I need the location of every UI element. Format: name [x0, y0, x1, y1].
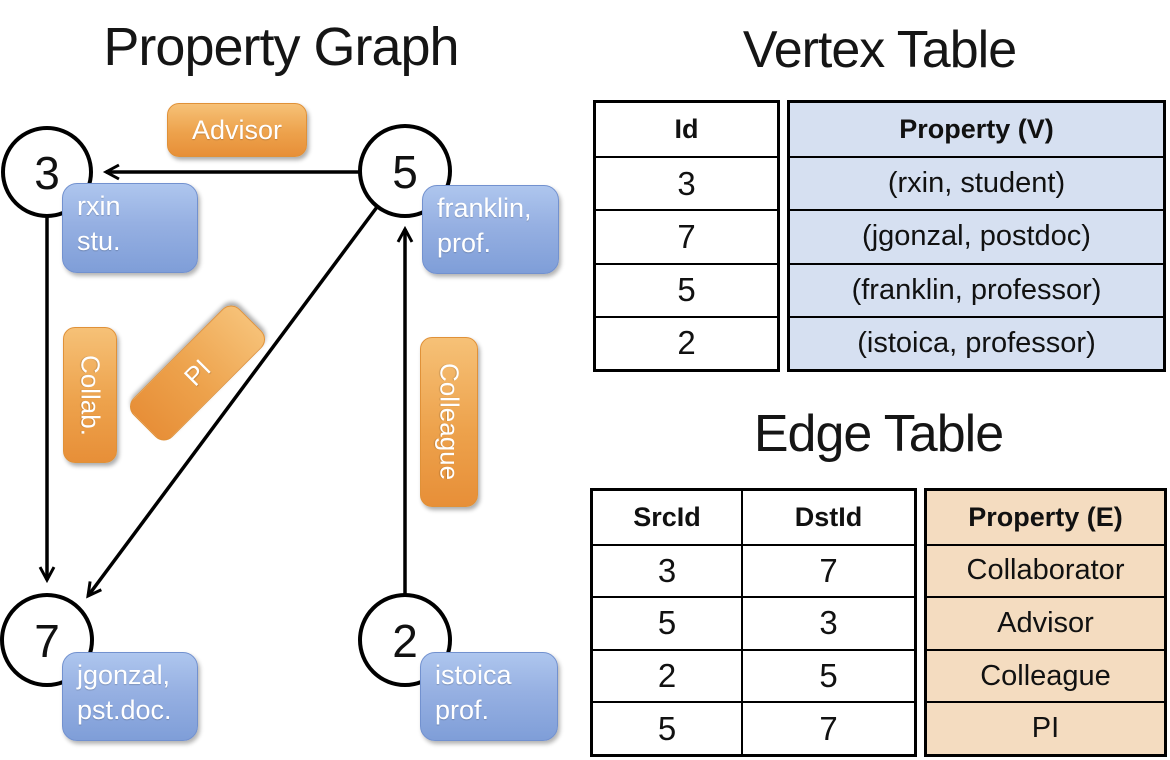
table-cell: 7 — [596, 209, 777, 262]
table-cell: (franklin, professor) — [790, 262, 1163, 316]
edge-label-collab: Collab. — [63, 327, 117, 463]
edge-table-id-columns: SrcId DstId 3 7 5 3 2 5 5 7 — [590, 488, 917, 757]
table-cell: 5 — [593, 701, 743, 754]
node-id-3: 3 — [34, 147, 60, 199]
vertex-table-title: Vertex Table — [742, 21, 1017, 79]
table-cell: 5 — [596, 262, 777, 316]
vertex-property-line: pst.doc. — [77, 695, 172, 725]
table-cell: 2 — [593, 648, 743, 702]
edge-line-5-7 — [86, 205, 379, 599]
edge-label-advisor: Advisor — [167, 103, 307, 157]
vertex-property-line: stu. — [77, 226, 121, 256]
column-header-srcid: SrcId — [593, 491, 743, 544]
table-cell: 3 — [743, 596, 914, 649]
edge-table: SrcId DstId 3 7 5 3 2 5 5 7 Property (E)… — [590, 488, 1167, 757]
table-cell: PI — [927, 701, 1164, 754]
column-header-property-v: Property (V) — [790, 103, 1163, 157]
vertex-property-line: prof. — [435, 695, 490, 725]
edge-table-title: Edge Table — [753, 405, 1004, 463]
table-cell: Colleague — [927, 648, 1164, 702]
vertex-property-box-franklin: franklin, prof. — [422, 185, 559, 274]
table-cell: (istoica, professor) — [790, 315, 1163, 369]
column-header-id: Id — [674, 114, 699, 145]
vertex-property-box-jgonzal: jgonzal, pst.doc. — [62, 652, 198, 741]
table-cell: (rxin, student) — [790, 156, 1163, 210]
table-cell: Advisor — [927, 596, 1164, 649]
table-cell: 7 — [743, 701, 914, 754]
table-cell: Collaborator — [927, 543, 1164, 597]
table-cell: 5 — [743, 648, 914, 702]
column-header-property-e: Property (E) — [927, 491, 1164, 544]
vertex-property-box-rxin: rxin stu. — [62, 183, 198, 273]
column-header-dstid: DstId — [794, 501, 863, 532]
vertex-property-line: rxin — [77, 191, 121, 221]
table-cell: 3 — [593, 543, 743, 597]
vertex-property-line: franklin, — [437, 193, 532, 223]
vertex-property-line: prof. — [437, 228, 492, 258]
property-graph-title: Property Graph — [103, 17, 459, 77]
edge-table-property-column: Property (E) Collaborator Advisor Collea… — [924, 488, 1167, 757]
table-cell: 7 — [743, 543, 914, 597]
table-cell: (jgonzal, postdoc) — [790, 209, 1163, 263]
vertex-property-line: istoica — [435, 660, 512, 690]
vertex-table-id-column: Id 3 7 5 2 — [593, 100, 780, 372]
node-id-5: 5 — [392, 146, 418, 198]
node-id-7: 7 — [34, 615, 60, 667]
table-cell: 5 — [593, 596, 743, 649]
vertex-table: Id 3 7 5 2 Property (V) (rxin, student) … — [593, 100, 1166, 372]
edge-label-colleague: Colleague — [420, 337, 478, 507]
vertex-property-box-istoica: istoica prof. — [420, 652, 558, 741]
node-id-2: 2 — [392, 615, 418, 667]
table-cell: 2 — [596, 315, 777, 369]
vertex-table-property-column: Property (V) (rxin, student) (jgonzal, p… — [787, 100, 1166, 372]
vertex-property-line: jgonzal, — [77, 660, 171, 690]
table-cell: 3 — [596, 156, 777, 209]
